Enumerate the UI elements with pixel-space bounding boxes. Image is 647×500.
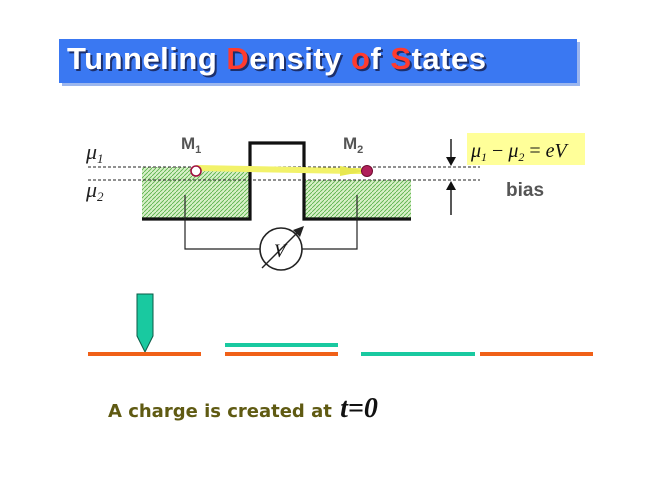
equation-box xyxy=(467,133,585,165)
title-bar: Tunneling Density of States xyxy=(59,39,577,83)
m2-label: M2 xyxy=(343,134,363,156)
segment-orange-2 xyxy=(225,352,338,356)
tunnel-barrier-profile xyxy=(142,141,411,221)
tunneling-arrow-head xyxy=(340,166,366,176)
voltmeter-arrow-head xyxy=(293,226,304,237)
particle-m1 xyxy=(190,165,202,177)
segment-teal-1 xyxy=(225,343,338,347)
caption: A charge is created at t=0 xyxy=(108,393,378,425)
title-part-1: Tunneling xyxy=(67,41,227,76)
title-part-3: ensity xyxy=(249,41,352,76)
m1-label: M1 xyxy=(181,134,201,156)
caption-text: A charge is created at xyxy=(108,401,339,422)
bias-label: bias xyxy=(506,180,545,201)
title-part-7: tates xyxy=(411,41,487,76)
bias-equation: μ1 − μ2 = eV xyxy=(470,140,570,164)
bias-arrow-top-head xyxy=(446,157,456,166)
title-part-2: D xyxy=(226,41,250,76)
bias-arrow-bottom-head xyxy=(446,181,456,190)
voltmeter-label: V xyxy=(274,241,288,262)
circuit-wire-right xyxy=(302,195,358,250)
tunneling-path-arrow xyxy=(194,165,368,174)
segment-orange-3 xyxy=(480,352,593,356)
right-electrode-fill xyxy=(305,180,411,219)
voltmeter-needle xyxy=(261,229,301,269)
title-part-5: f xyxy=(370,41,391,76)
particle-m2 xyxy=(361,165,373,177)
segment-orange-1 xyxy=(88,352,201,356)
mu1-label: μ1 xyxy=(85,139,104,166)
caption-variable: t=0 xyxy=(340,393,378,424)
circuit-wire-left xyxy=(184,195,260,250)
mu2-label: μ2 xyxy=(85,177,104,204)
slide-title: Tunneling Density of States xyxy=(67,41,486,77)
title-part-6: S xyxy=(390,41,412,76)
segment-teal-2 xyxy=(361,352,475,356)
title-part-4: o xyxy=(351,41,371,76)
stm-tip xyxy=(136,293,154,354)
